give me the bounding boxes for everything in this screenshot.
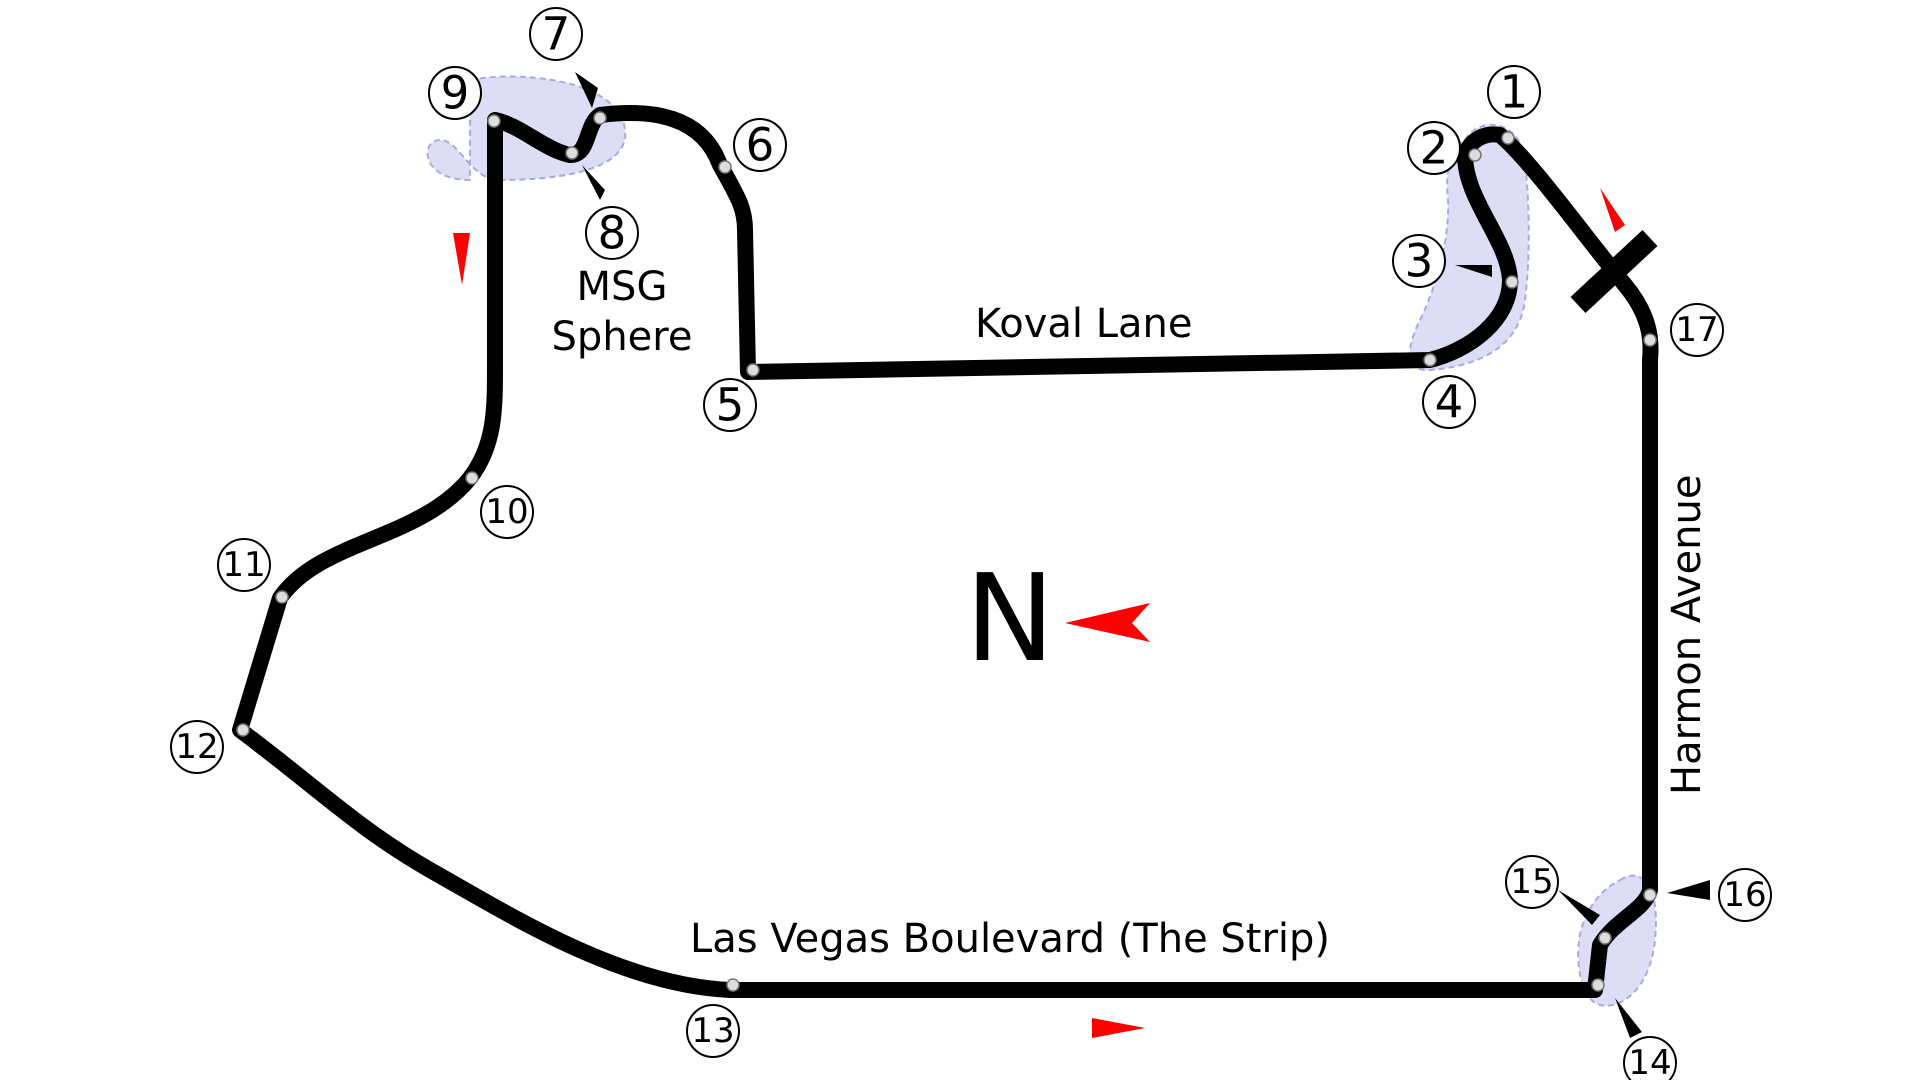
turn-7: 7	[542, 8, 571, 61]
turn-markers	[236, 111, 1657, 992]
turn-13: 13	[691, 1011, 734, 1051]
north-arrow-icon	[1065, 603, 1150, 642]
direction-arrows	[453, 188, 1625, 1038]
turn-6: 6	[746, 119, 775, 172]
start-finish-line	[1570, 229, 1658, 314]
turn-12: 12	[175, 727, 218, 767]
landmark-label-sphere: Sphere	[552, 314, 693, 360]
turn-5: 5	[716, 379, 745, 432]
direction-arrow-start	[1600, 188, 1625, 232]
turn-9: 9	[441, 67, 470, 120]
turn-16: 16	[1723, 875, 1766, 915]
turn-8: 8	[598, 207, 627, 260]
turn-17: 17	[1675, 310, 1718, 350]
street-label-las-vegas-boulevard: Las Vegas Boulevard (The Strip)	[690, 916, 1330, 962]
turn-labels	[170, 7, 1772, 1080]
turn-10: 10	[485, 492, 528, 532]
street-label-koval-lane: Koval Lane	[975, 301, 1192, 347]
turn-3: 3	[1405, 235, 1434, 288]
turn-pointers	[575, 72, 1710, 1038]
street-label-harmon-avenue: Harmon Avenue	[1664, 475, 1710, 795]
turn-15: 15	[1510, 862, 1553, 902]
landmark-label-msg: MSG	[577, 264, 668, 310]
turn-1: 1	[1500, 66, 1529, 119]
turn-2: 2	[1420, 122, 1449, 175]
turn-4: 4	[1435, 376, 1464, 429]
direction-arrow-west	[453, 233, 470, 285]
direction-arrow-strip	[1092, 1018, 1145, 1038]
turn-numbers: 1 2 3 4 5 6 7 8 9 10 11 12 13 14 15 16 1…	[175, 8, 1766, 1080]
turn-14: 14	[1628, 1043, 1671, 1080]
turn-11: 11	[222, 545, 265, 585]
north-label: N	[965, 550, 1055, 689]
